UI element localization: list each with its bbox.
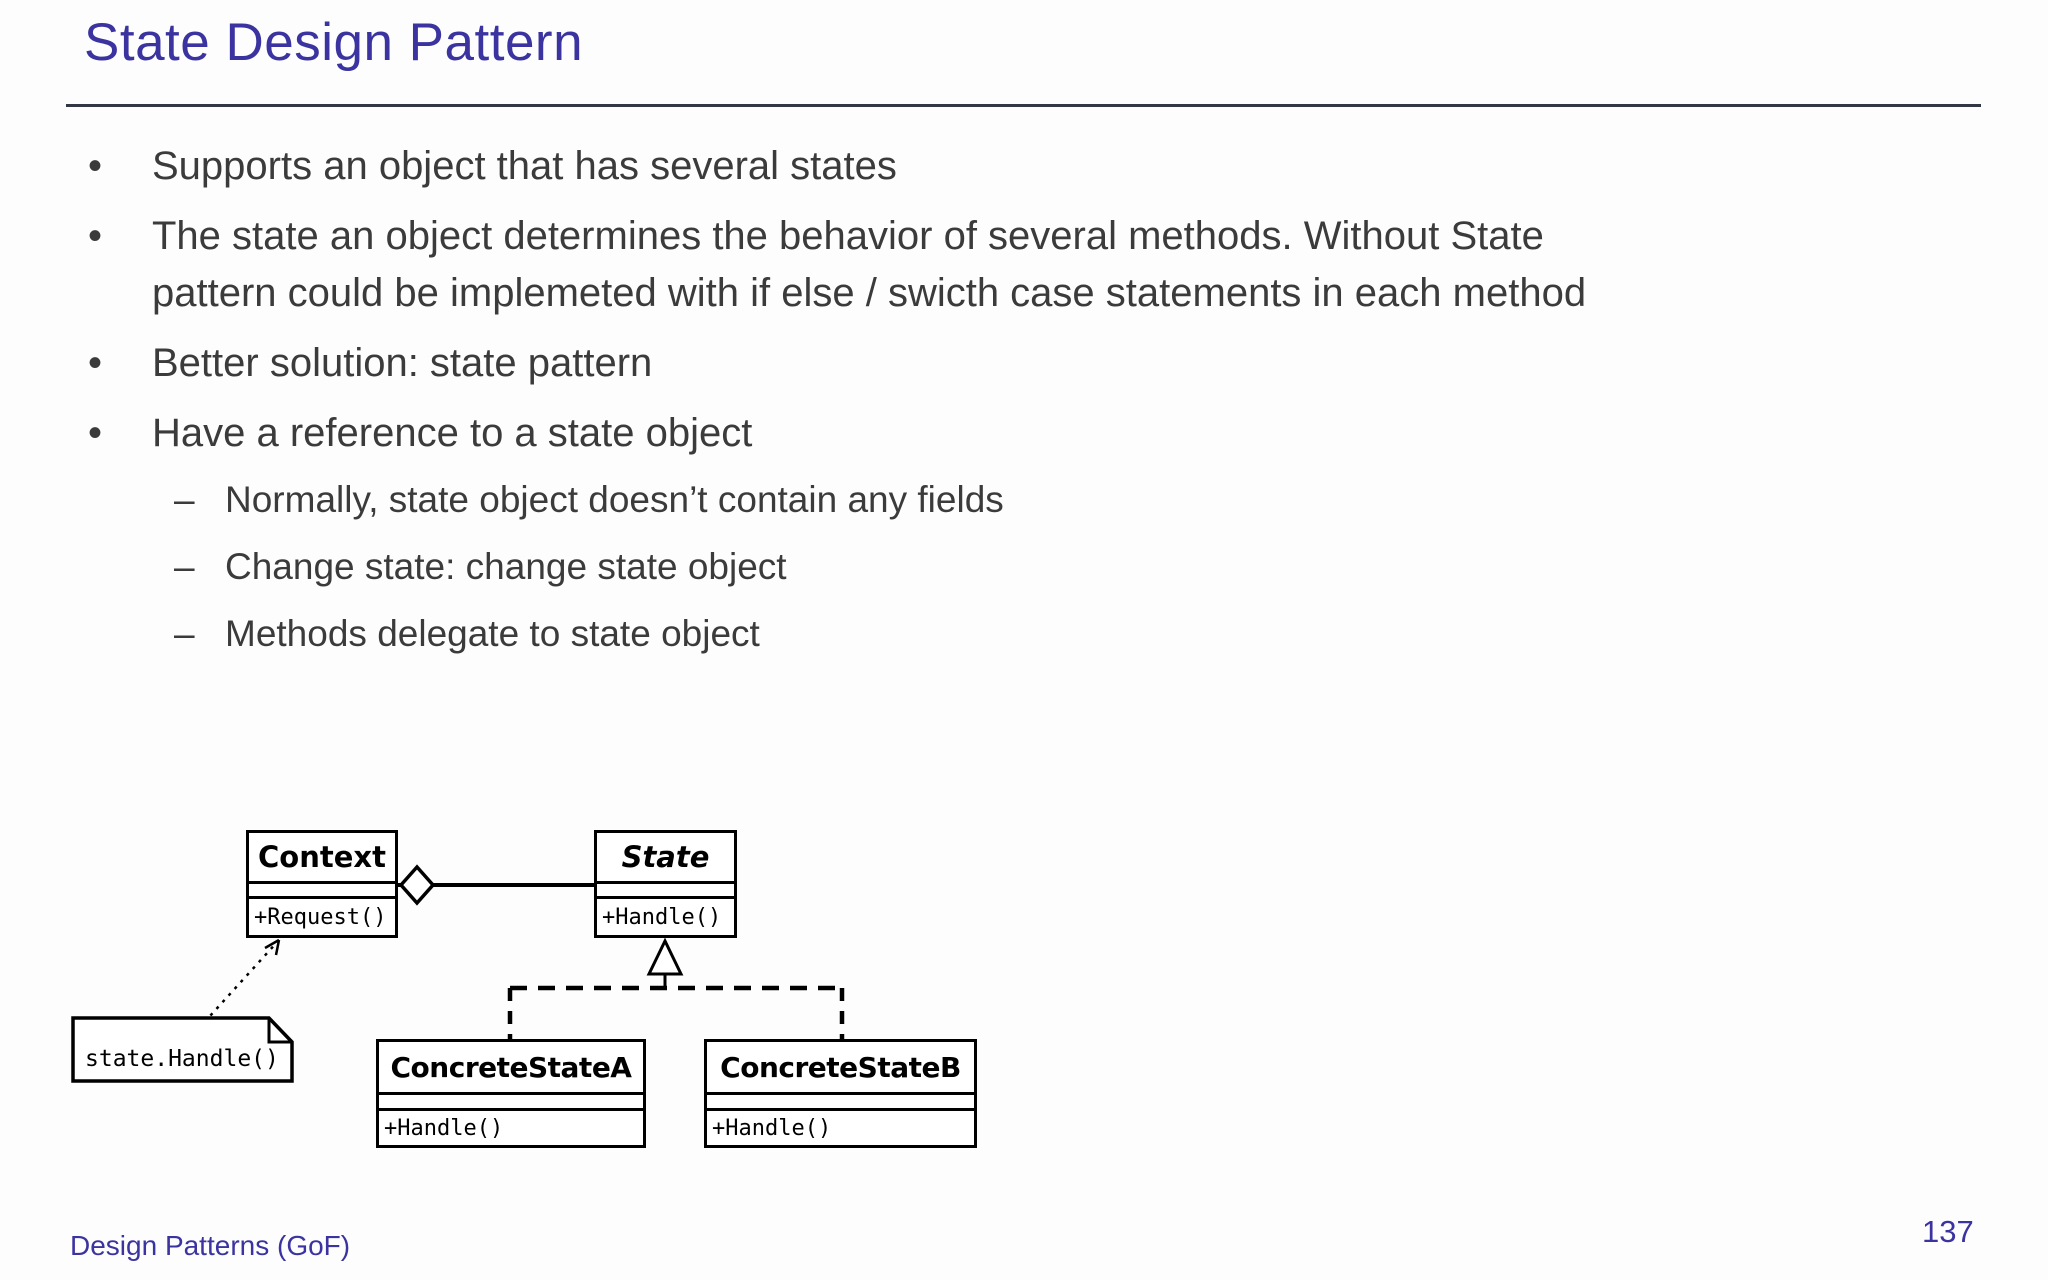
bullet-marker: •	[88, 411, 103, 455]
sub-bullet-item: – Normally, state object doesn’t contain…	[88, 475, 1943, 525]
uml-class-method: +Request()	[254, 904, 387, 930]
sub-bullet-text: Change state: change state object	[225, 546, 787, 587]
uml-class-method: +Handle()	[602, 904, 722, 930]
uml-class-context: Context +Request()	[246, 830, 398, 938]
uml-class-state: State +Handle()	[594, 830, 737, 938]
sub-bullet-marker: –	[174, 546, 195, 587]
uml-class-attributes	[249, 884, 395, 899]
sub-bullet-item: – Methods delegate to state object	[88, 609, 1943, 659]
bullet-text: Better solution: state pattern	[152, 341, 653, 385]
uml-class-attributes	[379, 1095, 643, 1111]
bullet-item: • The state an object determines the beh…	[88, 208, 1943, 322]
sub-bullet-text: Normally, state object doesn’t contain a…	[225, 479, 1004, 520]
bullet-item: • Better solution: state pattern	[88, 335, 1943, 392]
bullet-item: • Supports an object that has several st…	[88, 138, 1943, 195]
uml-class-method: +Handle()	[384, 1115, 504, 1141]
note-fold-icon	[267, 1018, 292, 1044]
uml-class-attributes	[597, 884, 734, 899]
bullet-marker: •	[88, 214, 103, 258]
footer-label: Design Patterns (GoF)	[70, 1230, 351, 1261]
note-arrowhead-icon	[274, 939, 281, 956]
page-title: State Design Pattern	[84, 13, 584, 72]
bullet-text: Supports an object that has several stat…	[152, 144, 897, 188]
note-connector-line	[209, 939, 280, 1017]
uml-note-shape	[71, 1016, 294, 1083]
page-number: 137	[1922, 1214, 1974, 1249]
aggregation-diamond-icon	[398, 864, 436, 906]
uml-class-name: Context	[249, 833, 395, 884]
bullet-text: The state an object determines the behav…	[152, 214, 1587, 315]
sub-bullet-marker: –	[174, 479, 195, 520]
uml-class-concrete-state-b: ConcreteStateB +Handle()	[704, 1039, 977, 1148]
uml-class-method: +Handle()	[712, 1115, 832, 1141]
sub-bullet-list: – Normally, state object doesn’t contain…	[88, 475, 1943, 659]
bullet-list: • Supports an object that has several st…	[88, 138, 1943, 676]
bullet-marker: •	[88, 144, 103, 188]
bullet-marker: •	[88, 341, 103, 385]
uml-note-text: state.Handle()	[85, 1046, 279, 1072]
uml-class-name: ConcreteStateA	[379, 1042, 643, 1095]
generalization-triangle-icon	[646, 937, 684, 976]
note-arrowhead-icon	[264, 938, 280, 950]
uml-class-name: ConcreteStateB	[707, 1042, 974, 1095]
uml-class-attributes	[707, 1095, 974, 1111]
sub-bullet-text: Methods delegate to state object	[225, 613, 760, 654]
sub-bullet-marker: –	[174, 613, 195, 654]
bullet-item: • Have a reference to a state object	[88, 405, 1943, 462]
sub-bullet-item: – Change state: change state object	[88, 542, 1943, 592]
uml-class-concrete-state-a: ConcreteStateA +Handle()	[376, 1039, 646, 1148]
title-underline	[66, 104, 1981, 107]
bullet-text: Have a reference to a state object	[152, 411, 753, 455]
uml-class-name: State	[597, 833, 734, 884]
